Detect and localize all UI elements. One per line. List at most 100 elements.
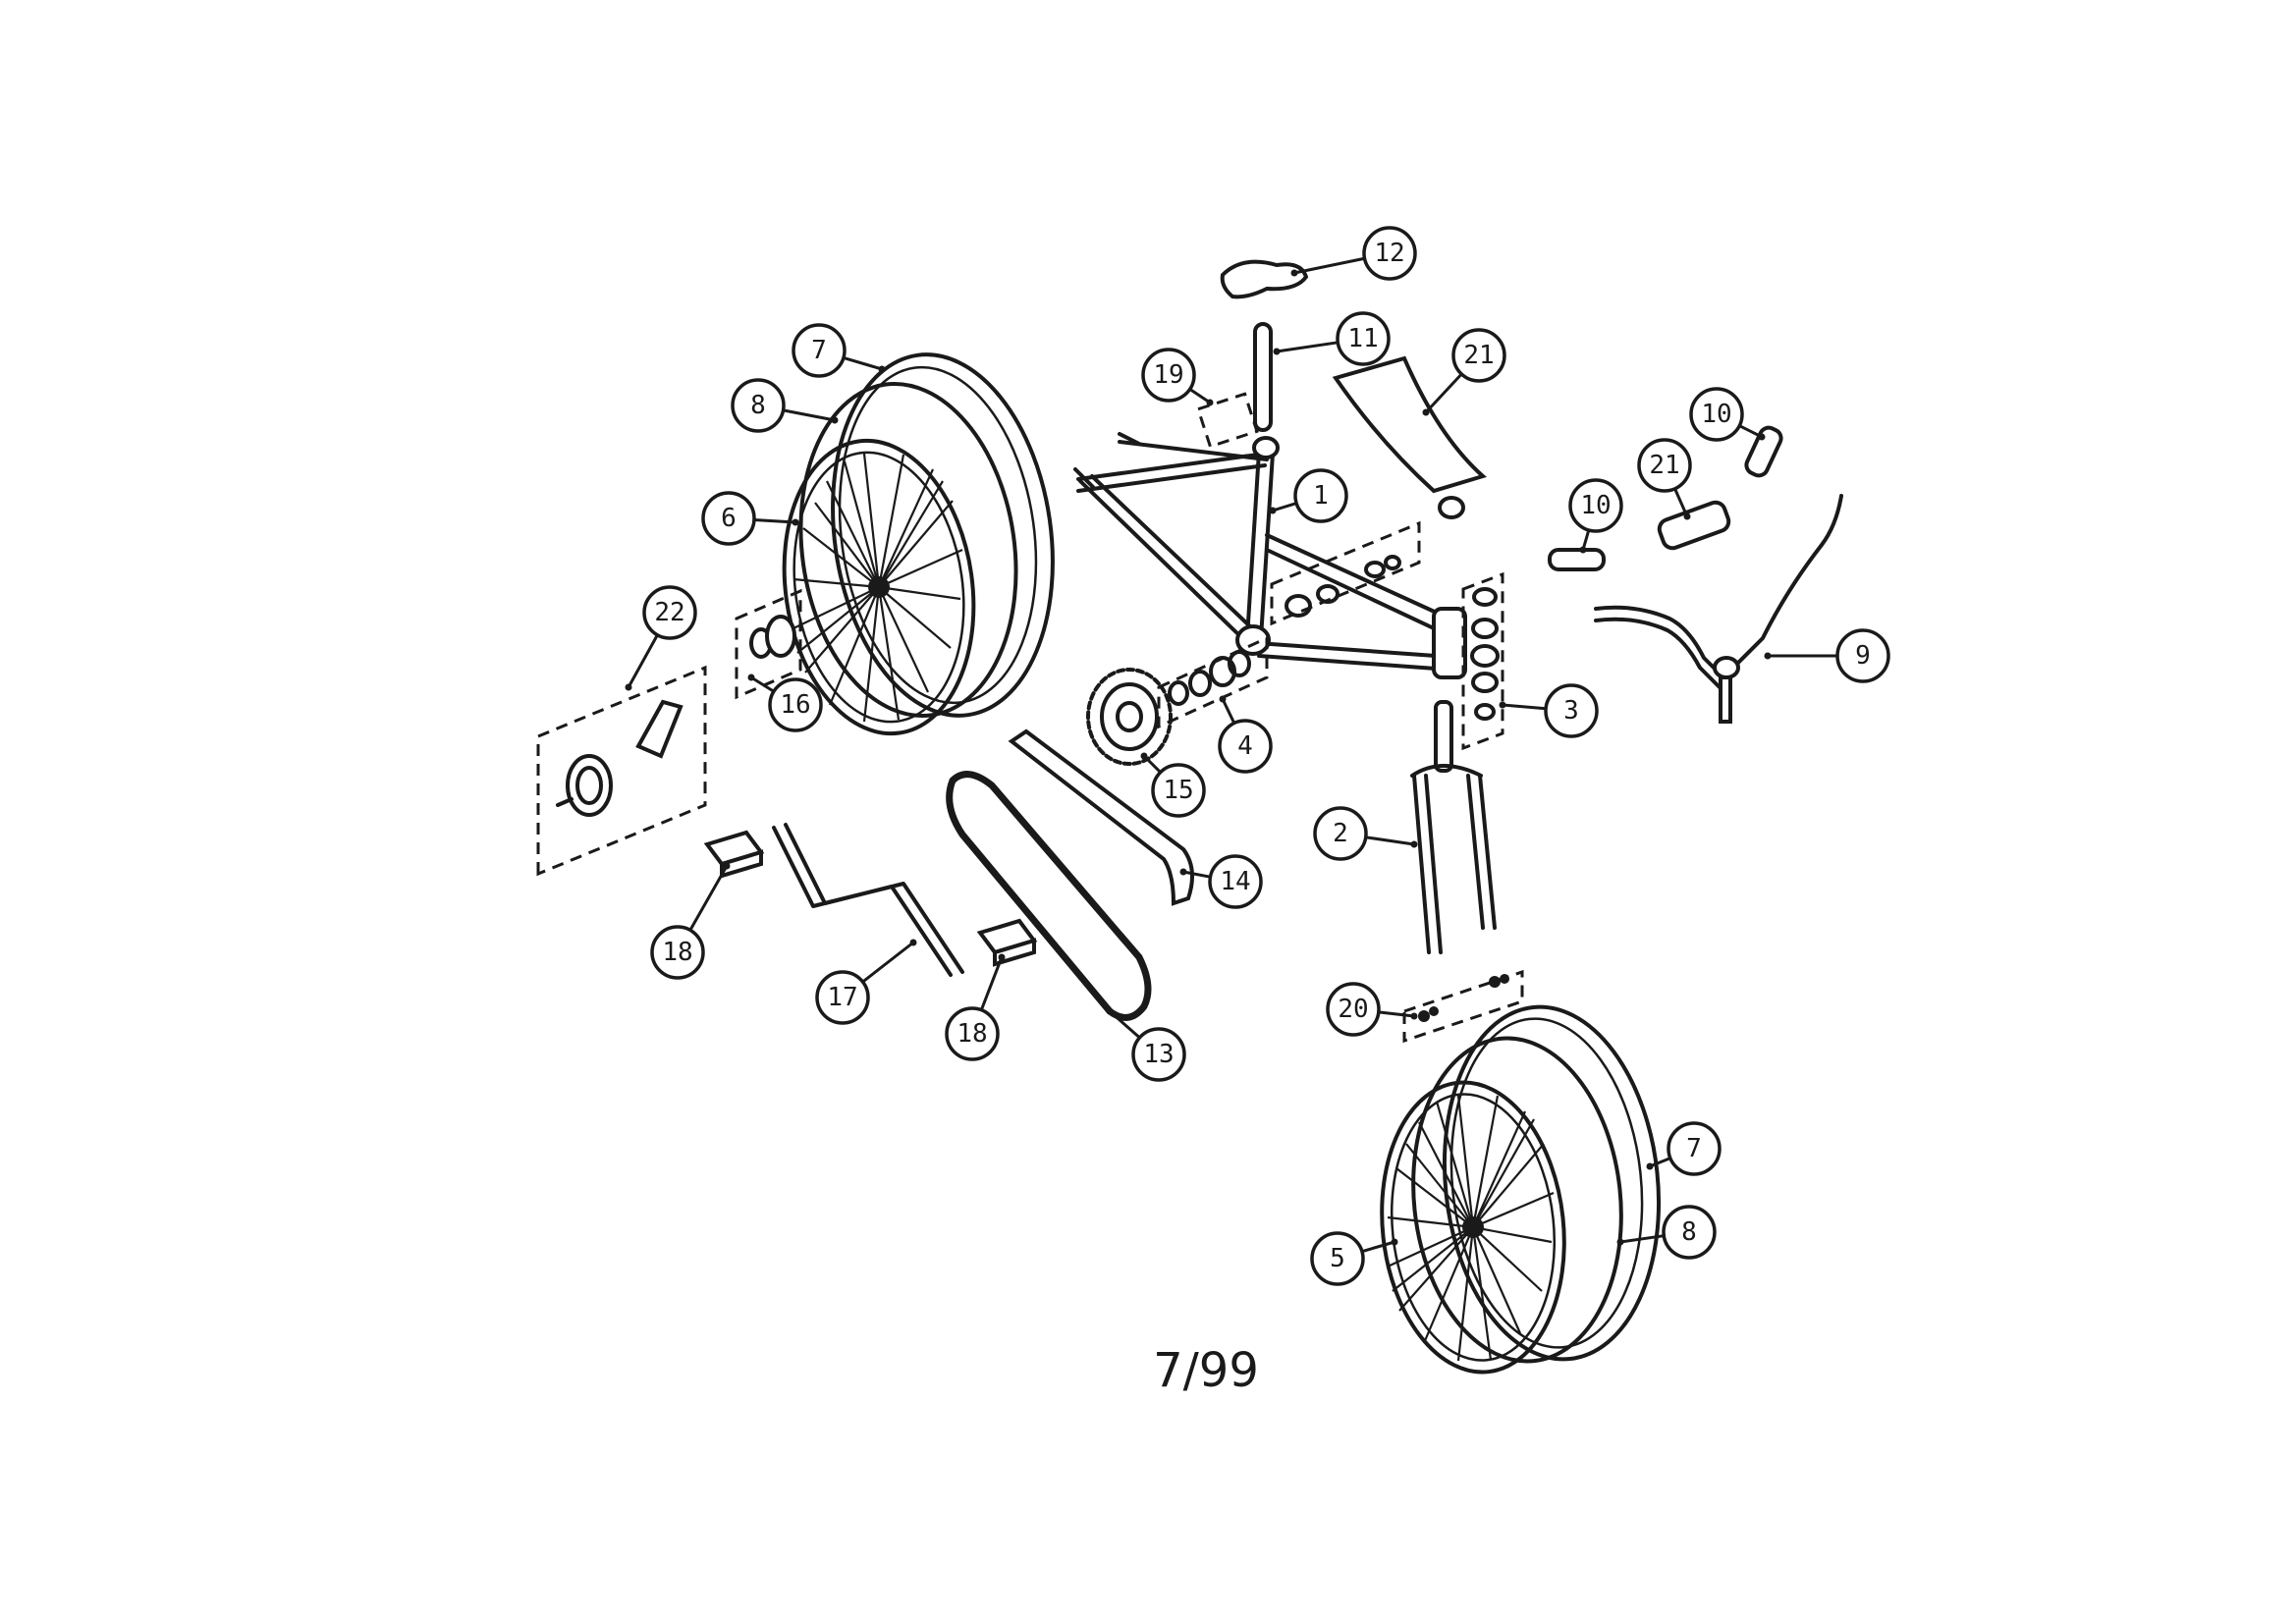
callout-c7b: 7 — [1646, 1121, 1722, 1176]
coaster-brake-box — [536, 665, 707, 877]
seat-post — [1253, 322, 1273, 432]
callout-c8b: 8 — [1616, 1205, 1717, 1260]
callout-leader-tip — [1422, 408, 1430, 416]
callout-number: 19 — [1153, 360, 1183, 390]
frame-pad — [1332, 355, 1488, 494]
callout-leader-tip — [1758, 433, 1766, 441]
callout-circle — [642, 585, 697, 640]
callout-c3: 3 — [1499, 683, 1599, 738]
callout-circle — [1362, 226, 1417, 281]
callout-number: 8 — [1681, 1217, 1697, 1247]
callout-leader-line — [1738, 424, 1763, 439]
callout-leader-tip — [723, 862, 731, 870]
brake-hub — [566, 754, 613, 817]
callout-c17: 17 — [815, 939, 917, 1025]
callout-c18b: 18 — [945, 953, 1006, 1061]
hub-parts-box — [735, 588, 802, 700]
callout-c22: 22 — [625, 585, 697, 691]
callout-leader-line — [861, 941, 914, 984]
callout-leader-tip — [1616, 1238, 1624, 1246]
callout-leader-tip — [1499, 701, 1506, 709]
callout-leader-tip — [1269, 507, 1277, 514]
callout-circle — [1835, 628, 1890, 683]
callout-c11: 11 — [1273, 311, 1391, 366]
callout-leader-line — [1502, 703, 1547, 711]
chain — [946, 771, 1152, 1021]
callout-circle — [1208, 854, 1263, 909]
rear-tube — [798, 381, 1018, 719]
callout-circle — [731, 378, 786, 433]
callout-c21b: 21 — [1637, 438, 1692, 520]
saddle — [1220, 259, 1309, 299]
callout-leader-tip — [1290, 269, 1298, 277]
callout-leader-line — [1365, 836, 1415, 846]
callout-circle — [792, 323, 847, 378]
callout-number: 12 — [1374, 239, 1404, 268]
callout-c18a: 18 — [650, 862, 731, 980]
callout-number: 7 — [1686, 1134, 1702, 1163]
callout-leader-tip — [909, 939, 917, 946]
rear-wheel-assembly — [782, 352, 1055, 736]
callout-circle — [1131, 1027, 1186, 1082]
callout-leader-tip — [1764, 652, 1772, 660]
callout-leader-line — [627, 634, 659, 688]
callout-leader-line — [750, 675, 775, 693]
callout-leader-tip — [625, 683, 632, 691]
callout-number: 7 — [811, 336, 827, 365]
callout-c4: 4 — [1218, 695, 1273, 774]
callout-c7a: 7 — [792, 323, 886, 378]
callout-leader-tip — [1646, 1162, 1654, 1170]
callout-number: 8 — [750, 391, 766, 420]
callout-circle — [1667, 1121, 1722, 1176]
callout-leader-line — [1182, 870, 1211, 879]
rear-rim — [782, 438, 976, 736]
callout-number: 2 — [1333, 819, 1348, 848]
callout-leader-line — [1378, 1010, 1415, 1018]
callout-leader-line — [1424, 373, 1463, 414]
callout-number: 17 — [827, 983, 857, 1012]
callout-leader-line — [753, 518, 796, 524]
callout-leader-tip — [1106, 1007, 1114, 1015]
callout-number: 18 — [662, 938, 692, 967]
callout-number: 4 — [1237, 731, 1253, 761]
callout-number: 14 — [1220, 867, 1250, 896]
callout-circle — [1151, 763, 1206, 818]
callout-circle — [768, 677, 823, 732]
callout-number: 5 — [1330, 1244, 1345, 1273]
callout-leader-line — [843, 355, 883, 371]
callout-leader-line — [1276, 341, 1339, 353]
callout-circle — [1689, 387, 1744, 442]
callout-number: 10 — [1580, 491, 1611, 520]
front-wheel-spokes — [1387, 1095, 1555, 1362]
callout-circle — [1313, 806, 1368, 861]
handlebar — [1594, 494, 1843, 724]
callout-number: 9 — [1855, 641, 1871, 671]
callout-c1: 1 — [1269, 468, 1348, 523]
rear-tire — [831, 352, 1055, 718]
callout-c6: 6 — [701, 491, 799, 546]
callout-c9: 9 — [1764, 628, 1890, 683]
callout-circle — [1310, 1231, 1365, 1286]
callout-c2: 2 — [1313, 806, 1418, 861]
callout-number: 21 — [1463, 341, 1494, 370]
callout-leader-line — [979, 956, 1004, 1011]
callout-layer: 1211192111021109786221643151421817181320… — [625, 226, 1890, 1286]
callout-circle — [1218, 719, 1273, 774]
front-axle-hardware-box — [1402, 969, 1524, 1044]
callout-leader-line — [1221, 698, 1236, 725]
callout-leader-tip — [1579, 546, 1587, 554]
bottom-bracket-parts — [1168, 650, 1251, 706]
callout-leader-tip — [998, 953, 1006, 961]
callout-number: 18 — [957, 1019, 987, 1049]
chain-guard — [1008, 728, 1194, 906]
callout-leader-tip — [747, 674, 755, 681]
callout-circle — [1336, 311, 1391, 366]
callout-c16: 16 — [747, 674, 823, 732]
callout-number: 10 — [1701, 400, 1731, 429]
callout-c15: 15 — [1140, 752, 1206, 818]
callout-leader-tip — [1219, 695, 1227, 703]
footer-date: 7/99 — [1153, 1343, 1259, 1398]
callout-leader-line — [1619, 1234, 1665, 1244]
callout-number: 21 — [1649, 451, 1679, 480]
